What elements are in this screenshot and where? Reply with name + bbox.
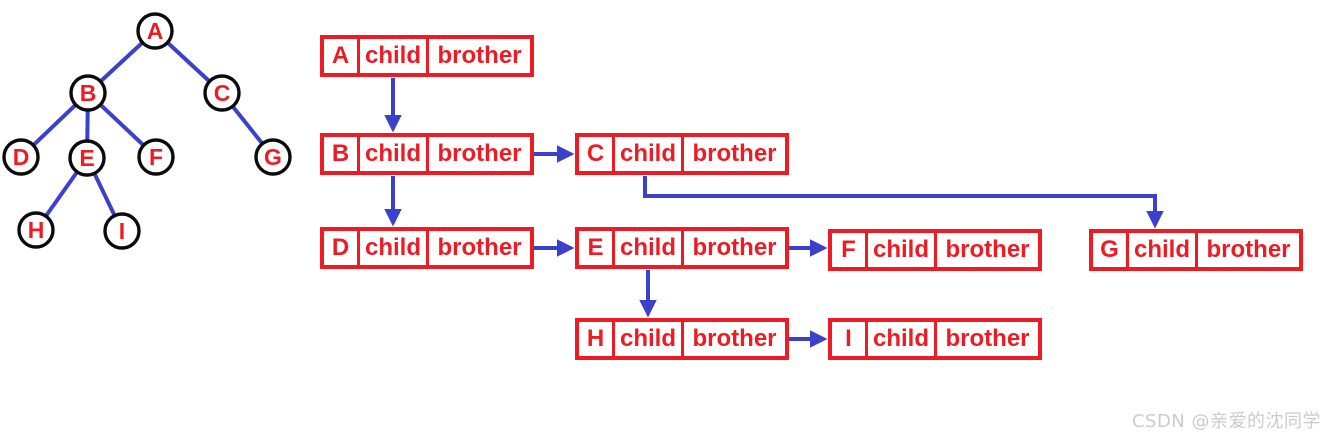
record-box-H: H child brother (575, 318, 789, 360)
record-letter-cell: D (331, 234, 350, 261)
record-letter-cell: A (331, 42, 350, 69)
record-child-cell: child (612, 231, 681, 265)
tree-node-circle-F (137, 138, 175, 176)
record-box-G: G child brother (1089, 229, 1303, 271)
tree-nodes-group: A B C D E F G H I (2, 12, 292, 250)
tree-node-label-I: I (119, 218, 125, 244)
tree-node-label-C: C (214, 80, 231, 106)
record-box-D: D child brother (320, 227, 534, 269)
record-child-cell: child (1126, 233, 1195, 267)
tree-node-label-H: H (28, 217, 45, 243)
record-box-A: A child brother (320, 35, 534, 77)
record-brother-cell: brother (681, 137, 785, 171)
record-letter-cell: H (586, 325, 605, 352)
tree-node-label-F: F (149, 144, 163, 170)
tree-node-circle-A (136, 12, 174, 50)
tree-node-circle-B (69, 74, 107, 112)
record-brother-cell: brother (934, 233, 1038, 267)
tree-node-circle-E (68, 139, 106, 177)
record-letter-cell: I (845, 325, 852, 352)
record-brother-cell: brother (1195, 233, 1299, 267)
record-brother-cell: brother (681, 322, 785, 356)
record-brother-cell: brother (426, 39, 530, 73)
record-letter-cell: E (587, 234, 604, 261)
tree-node-label-G: G (264, 144, 282, 170)
tree-node-circle-H (17, 211, 55, 249)
link-arrows-group (384, 78, 1164, 348)
record-box-I: I child brother (828, 318, 1042, 360)
record-child-cell: child (612, 137, 681, 171)
record-letter-cell: G (1100, 236, 1119, 263)
record-box-B: B child brother (320, 133, 534, 175)
record-child-cell: child (357, 231, 426, 265)
record-brother-cell: brother (426, 231, 530, 265)
record-child-cell: child (357, 137, 426, 171)
record-letter-cell: F (841, 236, 856, 263)
record-child-cell: child (865, 322, 934, 356)
tree-node-circle-I (103, 212, 141, 250)
tree-node-circle-C (203, 74, 241, 112)
record-brother-cell: brother (681, 231, 785, 265)
record-letter-cell: C (586, 140, 605, 167)
record-child-cell: child (612, 322, 681, 356)
record-child-cell: child (865, 233, 934, 267)
record-brother-cell: brother (934, 322, 1038, 356)
link-arrow-C-child_elbow-G (643, 176, 1164, 229)
record-brother-cell: brother (426, 137, 530, 171)
record-box-E: E child brother (575, 227, 789, 269)
tree-node-label-D: D (13, 144, 30, 170)
record-box-C: C child brother (575, 133, 789, 175)
record-child-cell: child (357, 39, 426, 73)
tree-node-label-A: A (147, 18, 164, 44)
tree-node-circle-D (2, 138, 40, 176)
record-letter-cell: B (331, 140, 350, 167)
tree-node-circle-G (254, 138, 292, 176)
watermark: CSDN @亲爱的沈同学 (1131, 411, 1321, 432)
record-box-F: F child brother (828, 229, 1042, 271)
tree-node-label-B: B (80, 80, 97, 106)
tree-edges-group (19, 29, 275, 232)
tree-node-label-E: E (79, 145, 94, 171)
